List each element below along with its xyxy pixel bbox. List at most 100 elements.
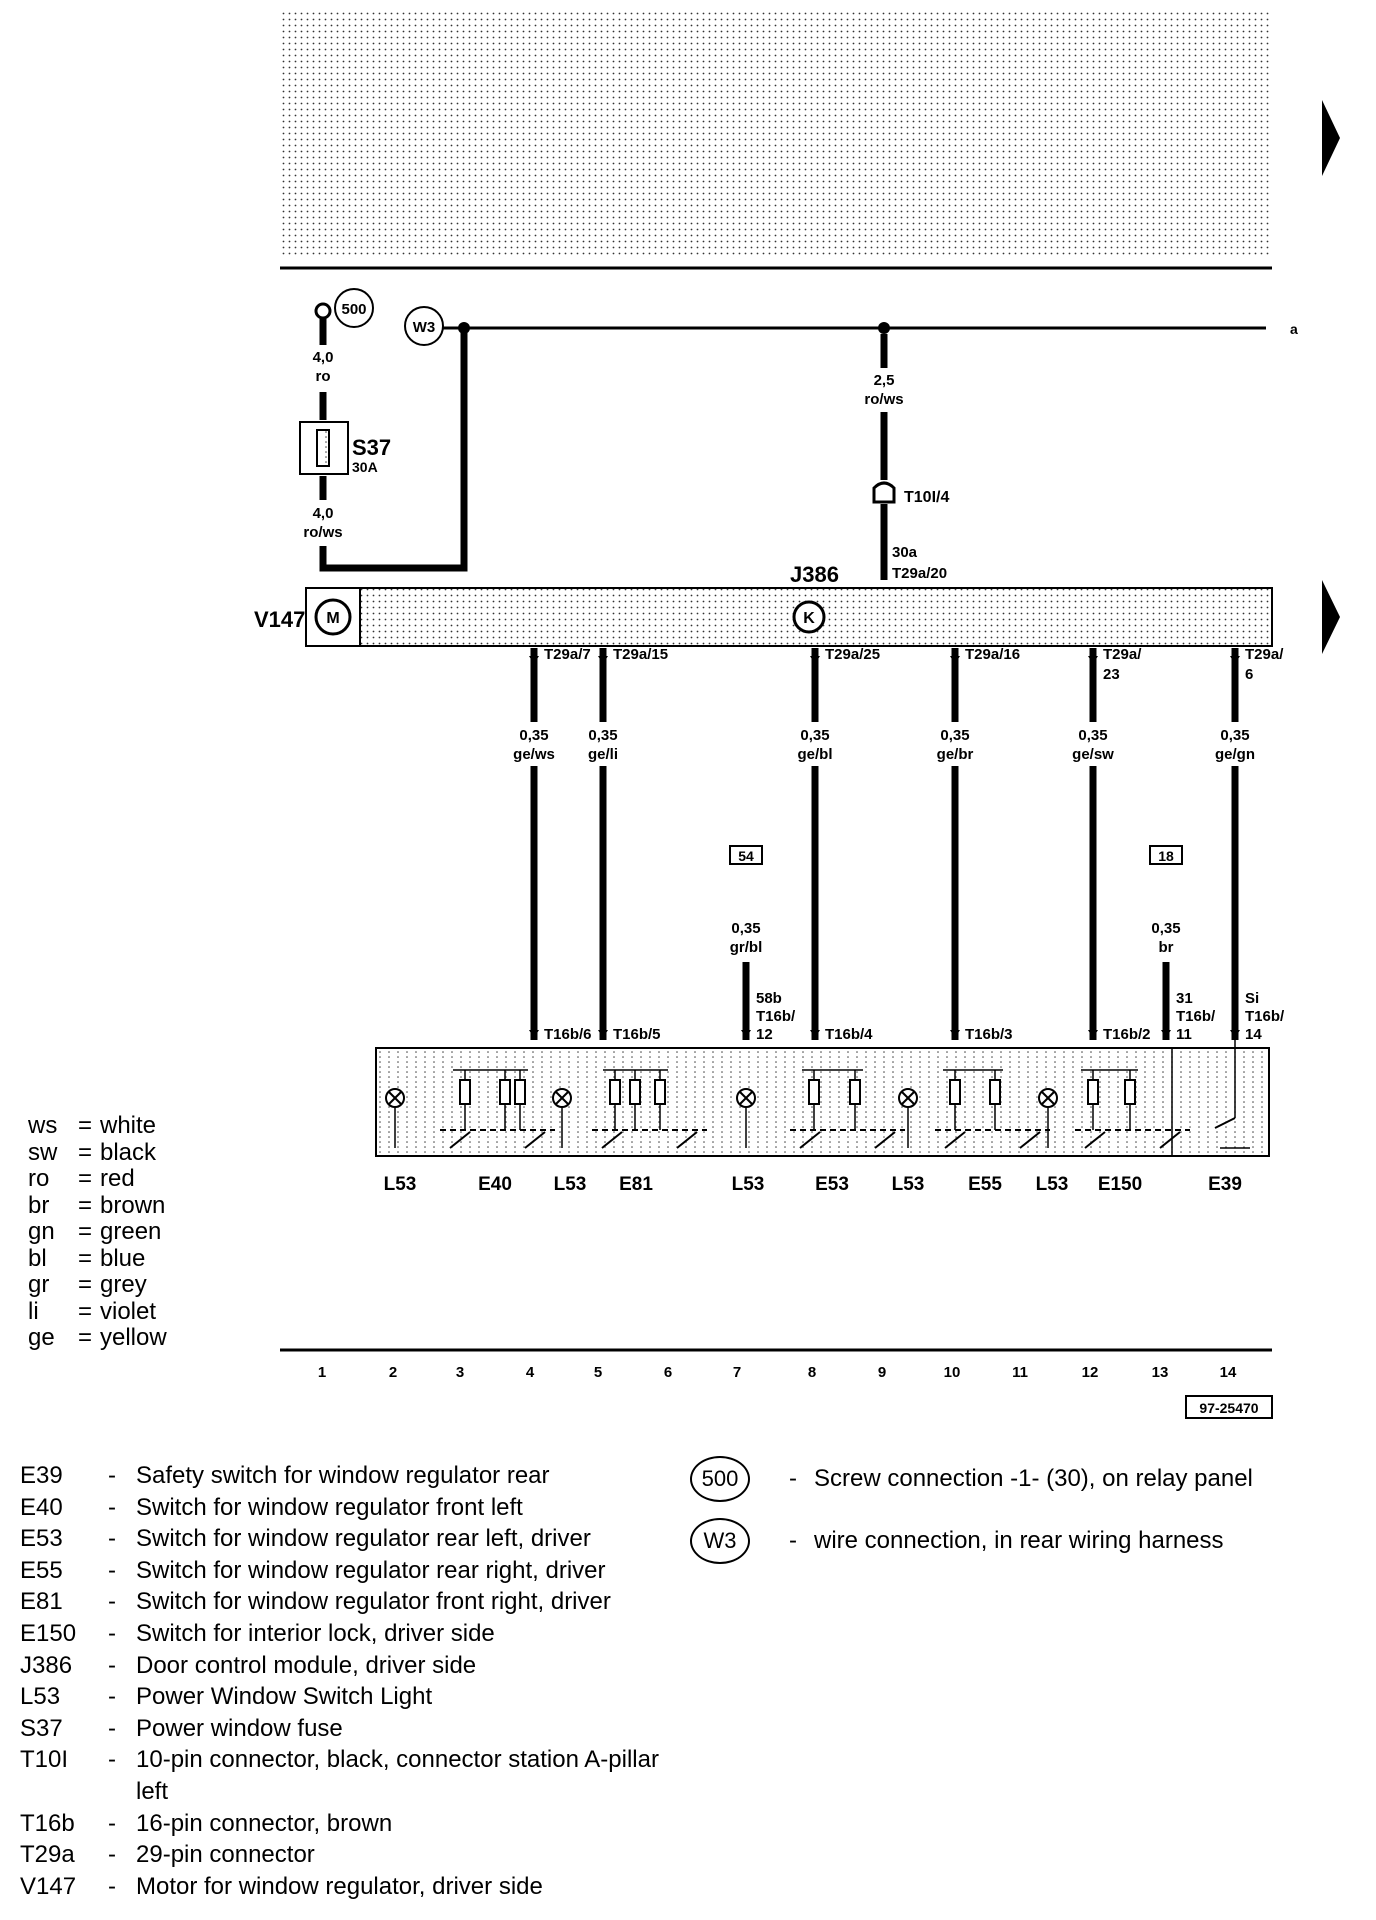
component-description: Power window fuse [136, 1714, 343, 1742]
wire-pin: T29a/7 [544, 646, 591, 663]
resistor-icon [808, 1079, 820, 1105]
wire-label-bg [1203, 722, 1267, 766]
wire-size: 0,35 [1078, 727, 1107, 744]
component-description: 16-pin connector, brown [136, 1809, 393, 1837]
resistor-icon [849, 1079, 861, 1105]
component-row: S37 -Power window fuse [20, 1713, 680, 1745]
switch-contact [799, 1131, 821, 1149]
wire-connection-w3-label: W3 [413, 319, 436, 336]
separator: - [108, 1714, 116, 1742]
equals-sign: = [78, 1112, 93, 1139]
main-feed-connector: T10I/4 [904, 489, 949, 506]
resistor-icon [459, 1079, 471, 1105]
wire-connector-a: Si [1245, 990, 1259, 1007]
equals-sign: = [78, 1271, 93, 1298]
separator: - [108, 1462, 116, 1489]
component-row: J386-Door control module, driver side [20, 1650, 680, 1682]
component-code: T10I [20, 1746, 69, 1774]
connection-row: 500-Screw connection -1- (30), on relay … [690, 1448, 1370, 1510]
aux-tag-c: 12 [756, 1026, 773, 1043]
color-name: blue [100, 1244, 146, 1272]
separator: - [108, 1872, 116, 1900]
wire-connector: T16b/5 [613, 1026, 661, 1043]
conn-arrow-0 [529, 1030, 539, 1038]
switch-label: E81 [619, 1174, 653, 1195]
ruler-number: 4 [526, 1364, 535, 1381]
pin-arrow-0 [529, 656, 539, 664]
wire-label-bg [783, 722, 847, 766]
separator: - [108, 1683, 116, 1711]
wiring-diagram: 500 4,0 ro S37 30A 4,0 ro/ws W3 a 2,5 ro… [254, 10, 1340, 1419]
motor-id: V147 [254, 607, 305, 632]
separator: - [108, 1588, 116, 1616]
wire-connector: T16b/6 [544, 1026, 592, 1043]
fuse-in-size: 4,0 [313, 349, 334, 366]
fuse-id: S37 [352, 435, 391, 460]
color-name: white [100, 1112, 157, 1139]
ruler-number: 10 [944, 1364, 961, 1381]
pin-arrow-3 [950, 656, 960, 664]
component-code: E55 [20, 1556, 63, 1584]
module-id: J386 [790, 562, 839, 587]
switch-label: L53 [892, 1174, 925, 1195]
wire-connector-c: 14 [1245, 1026, 1262, 1043]
lamp-cross [901, 1091, 915, 1105]
bus-junction-1 [458, 322, 470, 334]
connection-description: Screw connection -1- (30), on relay pane… [814, 1465, 1253, 1492]
component-code: L53 [20, 1683, 61, 1711]
component-row: T10I -10-pin connector, black, connector … [20, 1744, 680, 1807]
component-row: E53-Switch for window regulator rear lef… [20, 1523, 680, 1555]
ruler-number: 12 [1082, 1364, 1099, 1381]
wire-pin: T29a/16 [965, 646, 1020, 663]
color-code: ge [28, 1324, 55, 1351]
ruler-number: 6 [664, 1364, 672, 1381]
equals-sign: = [78, 1191, 93, 1219]
component-code: S37 [20, 1714, 63, 1742]
component-description: 10-pin connector, black, connector stati… [136, 1746, 659, 1805]
safety-switch-contact [1214, 1117, 1236, 1129]
component-description: Door control module, driver side [136, 1651, 477, 1679]
separator: - [108, 1493, 116, 1521]
bus-junction-2 [878, 322, 890, 334]
ruler-number: 11 [1012, 1364, 1028, 1381]
upper-panel-stipple [280, 10, 1272, 258]
wire-pin-line2: 23 [1103, 666, 1120, 683]
wire-size: 0,35 [519, 727, 548, 744]
ruler-number: 7 [733, 1364, 741, 1381]
lamp-cross [388, 1091, 402, 1105]
wire-label-bg [571, 722, 635, 766]
conn-arrow-4 [1088, 1030, 1098, 1038]
wire-color: ge/br [937, 746, 974, 763]
separator: - [108, 1651, 116, 1679]
aux-wire-color: gr/bl [730, 939, 763, 956]
fuse-out-size: 4,0 [313, 505, 334, 522]
equals-sign: = [78, 1165, 93, 1192]
main-feed-size: 2,5 [874, 372, 895, 389]
connection-legend: 500-Screw connection -1- (30), on relay … [690, 1448, 1370, 1572]
ruler-number: 14 [1220, 1364, 1237, 1381]
wire-pin: T29a/15 [613, 646, 668, 663]
ruler-number: 1 [318, 1364, 326, 1381]
component-code: T16b [20, 1809, 75, 1837]
component-row: T29a-29-pin connector [20, 1839, 680, 1871]
separator: - [108, 1746, 116, 1774]
separator: - [108, 1619, 116, 1647]
component-description: Switch for window regulator rear left, d… [136, 1525, 591, 1553]
component-row: E39-Safety switch for window regulator r… [20, 1460, 680, 1492]
screw-connection-500-symbol [334, 288, 374, 328]
equals-sign: = [78, 1218, 93, 1245]
switch-label: E150 [1098, 1174, 1142, 1195]
color-legend-row: sw=black [28, 1139, 167, 1167]
switch-label: L53 [384, 1174, 417, 1195]
color-legend-row: br=brown [28, 1191, 167, 1220]
component-row: L53-Power Window Switch Light [20, 1681, 680, 1713]
color-legend-row: bl=blue [28, 1244, 167, 1273]
fuse-s37-element [316, 429, 330, 467]
switch-contact [524, 1131, 546, 1149]
main-feed-color: ro/ws [864, 391, 903, 408]
component-row: V147-Motor for window regulator, driver … [20, 1871, 680, 1903]
wire-connector-b: T16b/ [1245, 1008, 1285, 1025]
separator: - [108, 1525, 116, 1553]
